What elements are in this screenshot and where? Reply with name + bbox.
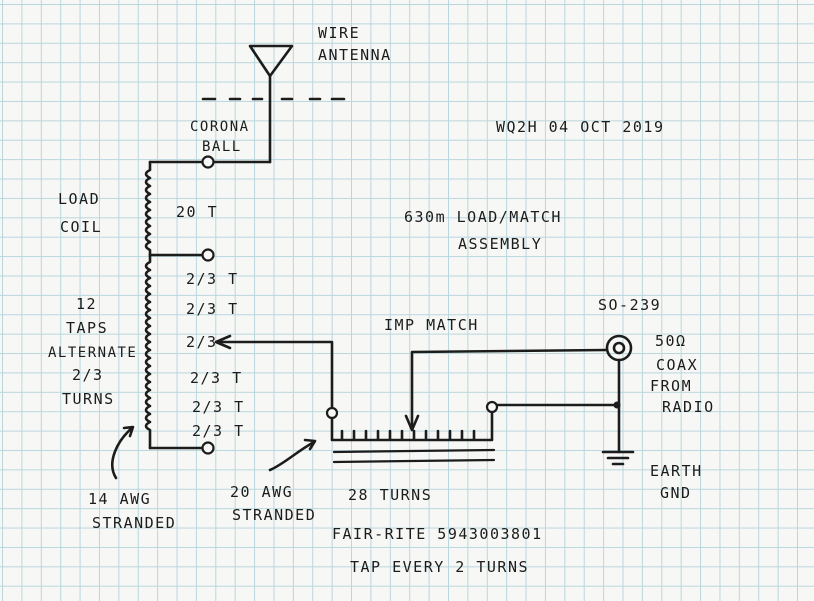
svg-text:STRANDED: STRANDED (92, 514, 176, 532)
load-coil-label: LOAD COIL (58, 190, 102, 236)
imp-match-label: IMP MATCH (384, 316, 479, 334)
antenna-label: WIRE ANTENNA (318, 24, 392, 64)
svg-text:FROM: FROM (650, 377, 692, 395)
corona-label: CORONA BALL (190, 119, 250, 155)
awg14-pointer (111, 425, 135, 480)
svg-text:WIRE: WIRE (318, 24, 360, 42)
taps-note: 12 TAPS ALTERNATE 2/3 TURNS (48, 295, 137, 408)
load-coil-lower (144, 253, 152, 450)
svg-text:GND: GND (660, 484, 692, 502)
svg-text:EARTH: EARTH (650, 462, 703, 480)
svg-text:20 AWG: 20 AWG (230, 483, 293, 501)
svg-text:TURNS: TURNS (62, 390, 115, 408)
awg14-label: 14 AWG STRANDED (88, 490, 176, 532)
imp-match-transformer (330, 400, 499, 464)
match-tap-arrow (404, 348, 608, 432)
svg-text:2/3 T: 2/3 T (186, 270, 239, 288)
svg-text:ASSEMBLY: ASSEMBLY (458, 235, 542, 253)
svg-text:RADIO: RADIO (662, 398, 715, 416)
assembly-title: 630m LOAD/MATCH ASSEMBLY (404, 208, 562, 253)
svg-text:COAX: COAX (656, 356, 698, 374)
svg-text:ANTENNA: ANTENNA (318, 46, 392, 64)
coil-mid-terminal (148, 248, 215, 262)
tap-every-label: TAP EVERY 2 TURNS (350, 558, 529, 576)
svg-text:630m LOAD/MATCH: 630m LOAD/MATCH (404, 208, 562, 226)
svg-text:14 AWG: 14 AWG (88, 490, 151, 508)
svg-text:2/3: 2/3 (72, 366, 104, 384)
svg-text:ALTERNATE: ALTERNATE (48, 345, 137, 361)
svg-text:TAPS: TAPS (66, 319, 108, 337)
turns-20-label: 20 T (176, 203, 218, 221)
svg-text:STRANDED: STRANDED (232, 506, 316, 524)
svg-text:LOAD: LOAD (58, 190, 100, 208)
ground-wire (495, 401, 635, 466)
so239-label: SO-239 (598, 296, 661, 314)
svg-text:COIL: COIL (60, 218, 102, 236)
load-coil-upper (144, 160, 152, 257)
fairrite-label: FAIR-RITE 5943003801 (332, 525, 543, 543)
awg20-label: 20 AWG STRANDED (230, 483, 316, 524)
earth-gnd-label: EARTH GND (650, 462, 703, 502)
svg-text:2/3 T: 2/3 T (190, 369, 243, 387)
corona-ball-terminal (148, 155, 272, 169)
coil-bottom-terminal (148, 441, 215, 455)
svg-text:12: 12 (76, 295, 97, 313)
so239-connector (605, 334, 633, 454)
svg-text:2/3 T: 2/3 T (192, 422, 245, 440)
coax-note: 50Ω COAX FROM RADIO (650, 332, 715, 416)
callsign-date: WQ2H 04 OCT 2019 (496, 118, 665, 136)
svg-text:2/3: 2/3 (186, 333, 218, 351)
svg-text:CORONA: CORONA (190, 119, 250, 135)
tap-arrow-wire (214, 334, 339, 420)
tap-values: 2/3 T 2/3 T 2/3 2/3 T 2/3 T 2/3 T (186, 270, 245, 440)
awg20-pointer (268, 438, 317, 472)
turns-28-label: 28 TURNS (348, 486, 432, 504)
svg-text:2/3 T: 2/3 T (192, 398, 245, 416)
antenna-symbol (248, 44, 294, 164)
svg-text:BALL: BALL (202, 139, 242, 155)
svg-text:2/3 T: 2/3 T (186, 300, 239, 318)
svg-text:50Ω: 50Ω (655, 332, 687, 350)
